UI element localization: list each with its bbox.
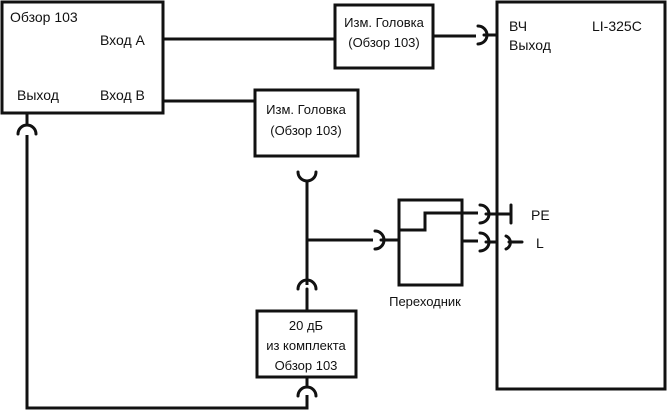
head-b-line1: Изм. Головка — [266, 102, 346, 117]
connectors — [16, 24, 524, 398]
attenuator-line1: 20 дБ — [289, 318, 323, 333]
wire-attenuator-to-output — [25, 135, 309, 410]
device-rf-line2: Выход — [509, 37, 551, 53]
connector-analyzer-output — [16, 111, 38, 136]
connector-head-b-bottom — [296, 170, 318, 183]
analyzer-input-b-label: Вход B — [100, 87, 145, 103]
device-pe-label: PE — [531, 207, 550, 223]
adapter-internal-line — [399, 211, 462, 232]
head-b-box — [253, 88, 360, 158]
head-b-line2: (Обзор 103) — [270, 123, 342, 138]
connector-pe — [478, 203, 513, 225]
analyzer-output-label: Выход — [17, 87, 59, 103]
analyzer-input-a-label: Вход A — [100, 32, 146, 48]
analyzer-box — [0, 0, 165, 115]
connector-adapter-input — [373, 229, 401, 251]
head-b-block: Изм. Головка (Обзор 103) — [253, 88, 360, 158]
device-rf-line1: ВЧ — [509, 18, 527, 34]
attenuator-line3: Обзор 103 — [275, 358, 338, 373]
device-box — [495, 0, 667, 391]
head-a-block: Изм. Головка (Обзор 103) — [333, 3, 435, 70]
device-block: ВЧ Выход LI-325C PE L — [495, 0, 667, 391]
connector-attenuator-top — [296, 278, 318, 313]
device-l-label: L — [536, 235, 544, 251]
connector-attenuator-bottom — [296, 375, 318, 398]
analyzer-title: Обзор 103 — [10, 9, 78, 25]
head-a-line1: Изм. Головка — [344, 15, 424, 30]
device-model: LI-325C — [592, 18, 642, 34]
attenuator-line2: из комплекта — [266, 338, 346, 353]
head-a-line2: (Обзор 103) — [348, 35, 420, 50]
connector-rf-output — [476, 24, 499, 46]
adapter-label: Переходник — [389, 294, 461, 309]
attenuator-block: 20 дБ из комплекта Обзор 103 — [255, 309, 358, 379]
connector-l — [478, 231, 524, 253]
wires — [25, 34, 478, 410]
analyzer-block: Обзор 103 Вход A Выход Вход B — [0, 0, 165, 115]
head-a-box — [333, 3, 435, 70]
adapter-block: Переходник — [389, 198, 464, 309]
